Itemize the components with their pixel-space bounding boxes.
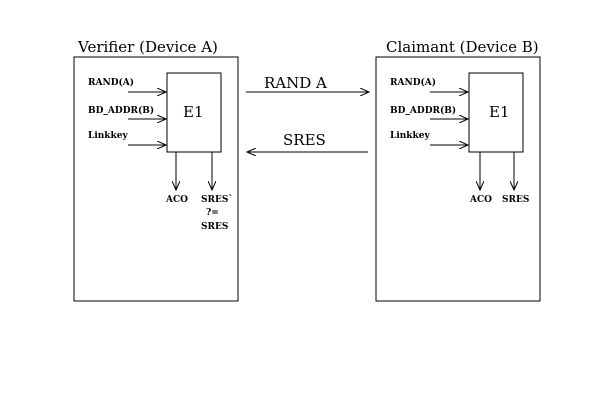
message-sres-label: SRES	[283, 131, 326, 149]
message-rand-label: RAND A	[264, 74, 327, 92]
message-exchange: RAND A SRES	[246, 74, 369, 152]
verifier-output-sres-prime: SRES`	[201, 194, 233, 205]
claimant-output-sres: SRES	[502, 195, 529, 205]
verifier-input-linkkey: Linkkey	[88, 131, 128, 141]
claimant-frame	[375, 56, 541, 302]
verifier-input-rand: RAND(A)	[88, 77, 134, 88]
verifier-output-compare: ?=	[206, 208, 219, 218]
verifier-frame	[73, 56, 239, 302]
claimant-input-linkkey: Linkkey	[390, 131, 430, 141]
verifier-e1-block	[166, 72, 222, 153]
verifier-title: Verifier (Device A)	[77, 38, 218, 56]
verifier-device: Verifier (Device A) E1 RAND(A) BD_ADDR(B…	[73, 38, 239, 302]
claimant-device: Claimant (Device B) E1 RAND(A) BD_ADDR(B…	[375, 38, 541, 302]
claimant-e1-block	[468, 72, 524, 153]
verifier-output-sres: SRES	[201, 222, 228, 232]
claimant-input-rand: RAND(A)	[390, 77, 436, 88]
verifier-e1-label: E1	[183, 103, 204, 121]
claimant-e1-label: E1	[489, 103, 510, 121]
claimant-input-bdaddr: BD_ADDR(B)	[390, 105, 456, 116]
verifier-output-aco: ACO	[165, 195, 188, 205]
claimant-output-aco: ACO	[469, 195, 492, 205]
claimant-title: Claimant (Device B)	[386, 38, 539, 56]
verifier-input-bdaddr: BD_ADDR(B)	[88, 105, 154, 116]
